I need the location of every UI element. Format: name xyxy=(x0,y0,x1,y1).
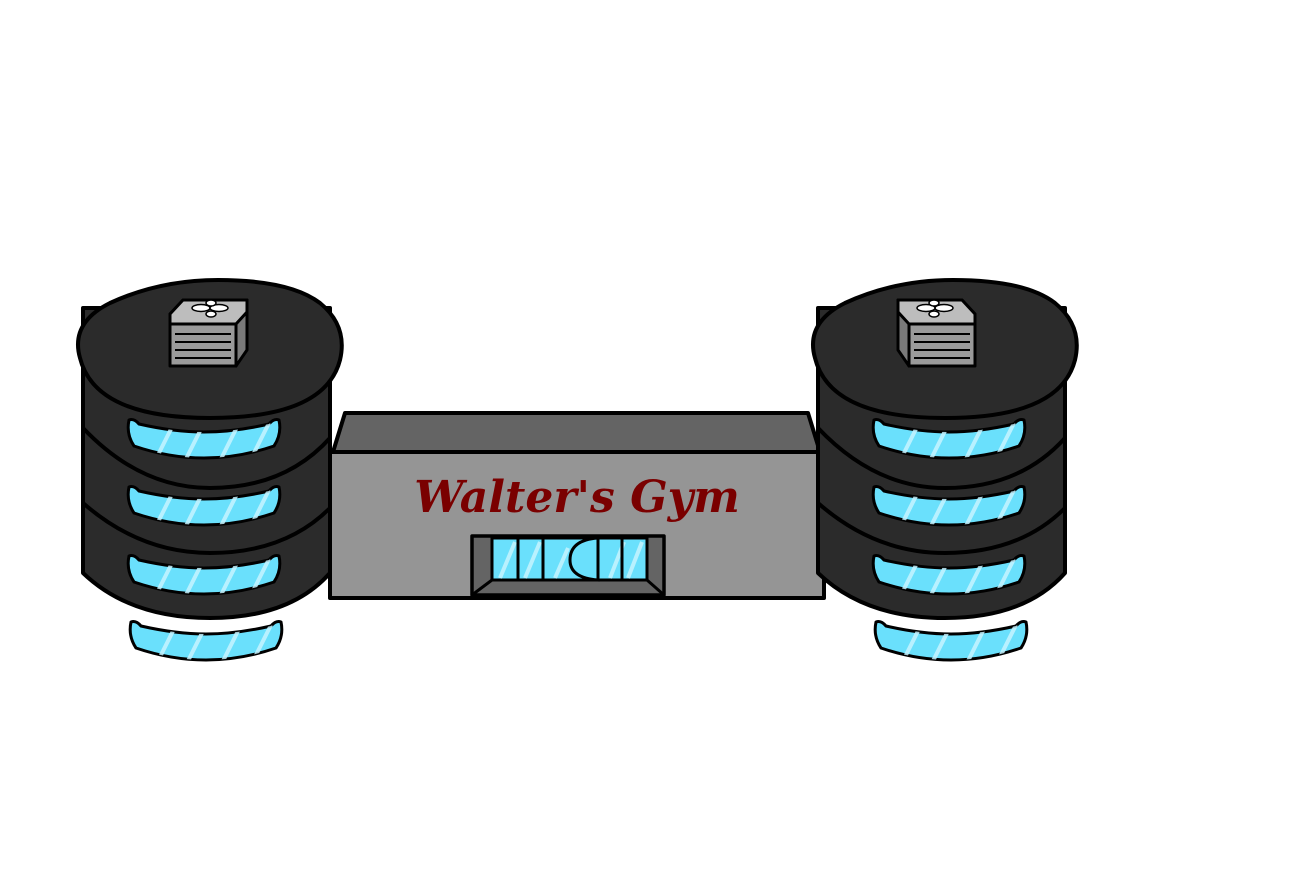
air-conditioner-icon xyxy=(896,298,977,368)
air-conditioner-icon xyxy=(168,298,249,368)
gym-sign-text: Walter's Gym xyxy=(414,472,740,523)
right-window-4 xyxy=(875,622,1027,666)
left-window-4 xyxy=(130,622,282,666)
glass-door-icon[interactable] xyxy=(470,534,666,597)
